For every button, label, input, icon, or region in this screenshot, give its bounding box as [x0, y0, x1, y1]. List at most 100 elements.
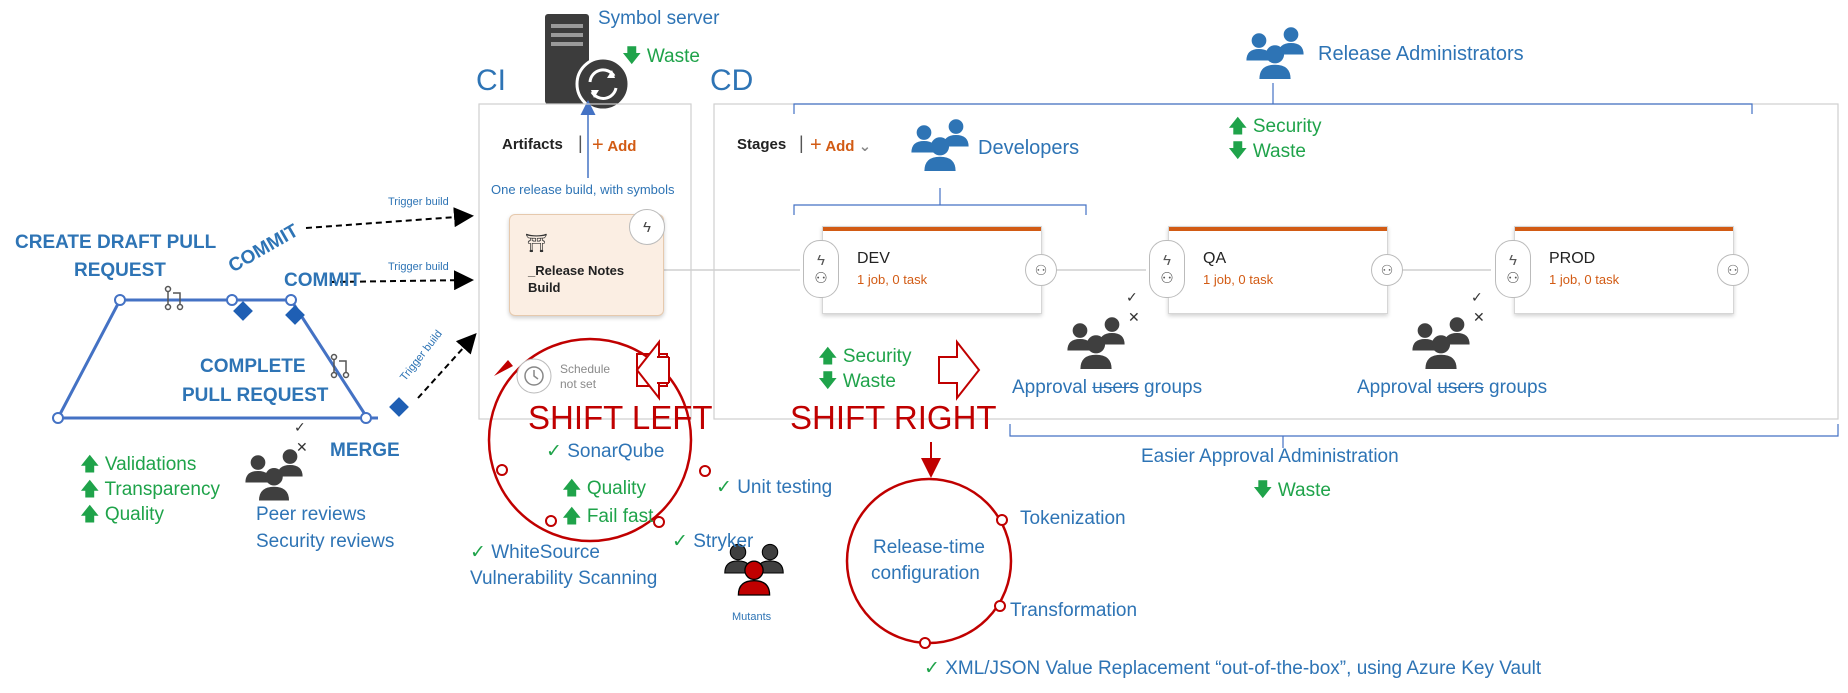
post-deployment-approver-dev[interactable]: ⚇ [1025, 254, 1057, 286]
security-label: Security [1252, 116, 1322, 137]
unit-testing-label: Unit testing [737, 477, 833, 498]
admin-security: 🡅 Security [1228, 112, 1321, 144]
person-icon: ⚇ [1506, 269, 1520, 287]
stryker-item: ✓ Stryker [672, 530, 753, 553]
approval-brace [1009, 424, 1839, 437]
check-icon: ✓ [546, 441, 562, 462]
build-card-line2: Build [528, 280, 561, 295]
shift-left-arrow [636, 353, 668, 387]
svg-text:✕: ✕ [296, 440, 308, 456]
fail-fast-label: Fail fast [586, 506, 654, 527]
shift-right-waste: 🡇 Waste [818, 367, 896, 399]
shift-left-label: SHIFT LEFT [528, 399, 713, 436]
quality-label: Quality [104, 504, 164, 525]
create-draft-pr-label-1: CREATE DRAFT PULL [15, 232, 217, 253]
schedule-line2[interactable]: not set [560, 377, 597, 391]
person-icon: ⚇ [1726, 261, 1740, 278]
up-arrow-icon: 🡅 [562, 478, 582, 499]
up-arrow-icon: 🡅 [818, 346, 838, 367]
up-arrow-icon: 🡅 [80, 479, 100, 500]
quality-label: Quality [586, 478, 646, 499]
ci-box [478, 103, 692, 420]
easier-approval-label: Easier Approval Administration [1141, 446, 1399, 467]
stage-card-dev[interactable]: DEV 1 job, 0 task [822, 226, 1042, 314]
down-arrow-icon: 🡇 [1228, 141, 1248, 162]
shift-right-label: SHIFT RIGHT [790, 399, 997, 436]
svg-text:✓: ✓ [1126, 290, 1138, 306]
up-arrow-icon: 🡅 [80, 454, 100, 475]
schedule-line1[interactable]: Schedule [560, 362, 611, 376]
up-arrow-icon: 🡅 [562, 506, 582, 527]
commit-label-2: COMMIT [284, 270, 362, 291]
up-arrow-icon: 🡅 [1228, 116, 1248, 137]
stage-sub: 1 job, 0 task [1203, 272, 1274, 287]
release-time-label-2: configuration [871, 563, 980, 584]
tokenization-label: Tokenization [1020, 508, 1126, 529]
stage-card-qa[interactable]: QA 1 job, 0 task [1168, 226, 1388, 314]
person-icon: ⚇ [814, 269, 828, 287]
build-card-line1: _Release Notes [528, 263, 625, 278]
stage-topbar [823, 227, 1041, 231]
bolt-icon: ϟ [1509, 251, 1517, 269]
complete-pr-icon [330, 353, 350, 379]
complete-pr-label-2: PULL REQUEST [182, 385, 329, 406]
separator: | [799, 133, 804, 153]
approval-people-icon [1067, 317, 1125, 369]
unit-testing-item: ✓ Unit testing [716, 476, 832, 499]
check-icon: ✓ [470, 542, 486, 563]
shift-left-circle [487, 337, 711, 543]
transparency-label: Transparency [104, 479, 220, 500]
create-draft-pr-label-2: REQUEST [74, 260, 166, 281]
post-deployment-approver-prod[interactable]: ⚇ [1717, 254, 1749, 286]
stages-label: Stages [737, 136, 787, 153]
transformation-label: Transformation [1010, 600, 1138, 621]
post-deployment-approver-qa[interactable]: ⚇ [1371, 254, 1403, 286]
pr-flow-nodes [52, 294, 372, 424]
check-icon: ✓ [924, 658, 940, 679]
down-arrow-icon: 🡇 [1253, 480, 1273, 501]
build-icon: ⛩ [525, 233, 548, 253]
svg-text:✕: ✕ [1473, 310, 1485, 326]
waste-label: Waste [842, 371, 896, 392]
validations-item: 🡅 Validations [80, 450, 196, 482]
complete-pr-label-1: COMPLETE [200, 356, 306, 377]
pre-deployment-conditions-prod[interactable]: ϟ⚇ [1495, 240, 1531, 298]
waste-label: Waste [646, 46, 700, 67]
release-build-note: One release build, with symbols [491, 182, 675, 197]
security-label: Security [842, 346, 912, 367]
person-icon: ⚇ [1380, 261, 1394, 278]
waste-label: Waste [1252, 141, 1306, 162]
approval-strike: users [1437, 377, 1484, 398]
add-stage-button[interactable]: + Add ⌄ [810, 134, 871, 157]
shift-right-arrow [938, 339, 981, 401]
symbol-server-waste: 🡇 Waste [622, 42, 700, 74]
stryker-label: Stryker [693, 531, 754, 552]
approval-groups-label-2: Approval users groups [1357, 377, 1547, 399]
developers-people-icon [911, 119, 969, 171]
pre-deployment-conditions-qa[interactable]: ϟ⚇ [1149, 240, 1185, 298]
stage-topbar [1515, 227, 1733, 231]
separator: | [578, 133, 583, 153]
release-build-card[interactable]: ⛩ ϟ _Release Notes Build [509, 209, 665, 316]
ci-heading: CI [476, 64, 506, 97]
add-label: Add [825, 138, 855, 155]
bolt-icon: ϟ [1163, 251, 1171, 269]
stage-card-prod[interactable]: PROD 1 job, 0 task [1514, 226, 1734, 314]
approval-prefix: Approval [1012, 377, 1093, 398]
person-icon: ⚇ [1160, 269, 1174, 287]
add-artifact-button[interactable]: + Add [592, 134, 636, 157]
approval-suffix: groups [1138, 377, 1203, 398]
pre-deployment-conditions-dev[interactable]: ϟ⚇ [803, 240, 839, 298]
stage-sub: 1 job, 0 task [1549, 272, 1620, 287]
trigger-bolt-icon[interactable]: ϟ [629, 209, 665, 245]
trigger-build-label-1: Trigger build [388, 196, 449, 208]
whitesource-item: ✓ WhiteSource [470, 541, 600, 564]
pipelines-icon [233, 301, 409, 417]
approval-groups-label-1: Approval users groups [1012, 377, 1202, 399]
approval-suffix: groups [1483, 377, 1548, 398]
approval-prefix: Approval [1357, 377, 1438, 398]
approval-strike: users [1092, 377, 1139, 398]
stage-sub: 1 job, 0 task [857, 272, 928, 287]
whitesource-label: WhiteSource [491, 542, 600, 563]
